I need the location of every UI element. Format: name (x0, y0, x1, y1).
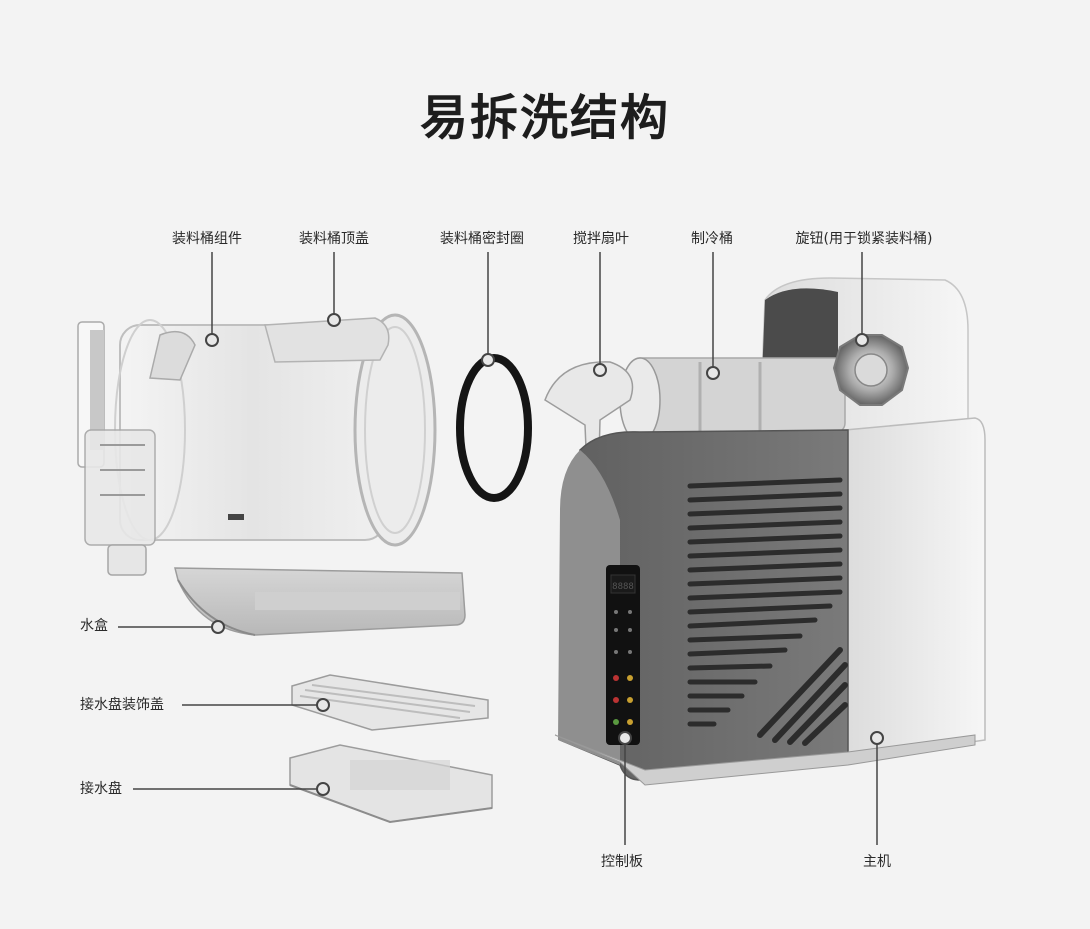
label-control-panel: 控制板 (601, 854, 643, 870)
control-panel: 8888 (606, 565, 640, 745)
control-display-digits: 8888 (612, 582, 634, 592)
label-bucket-seal: 装料桶密封圈 (440, 231, 524, 247)
label-bucket-lid: 装料桶顶盖 (299, 231, 369, 247)
leader-lines (118, 252, 878, 845)
callout-dots (205, 313, 884, 796)
bucket-assembly (77, 313, 437, 576)
water-box (174, 567, 466, 636)
label-water-box: 水盒 (80, 618, 108, 634)
seal-ring (456, 354, 532, 502)
page-title: 易拆洗结构 (419, 90, 670, 146)
label-main-unit: 主机 (863, 854, 891, 870)
label-knob: 旋钮(用于锁紧装料桶) (795, 231, 933, 247)
label-drip-tray-cover: 接水盘装饰盖 (80, 697, 164, 713)
drip-tray (289, 744, 493, 824)
label-cooling-drum: 制冷桶 (691, 231, 733, 247)
label-bucket-assembly: 装料桶组件 (172, 231, 242, 247)
label-drip-tray: 接水盘 (80, 781, 122, 797)
label-stir-blade: 搅拌扇叶 (573, 231, 629, 247)
